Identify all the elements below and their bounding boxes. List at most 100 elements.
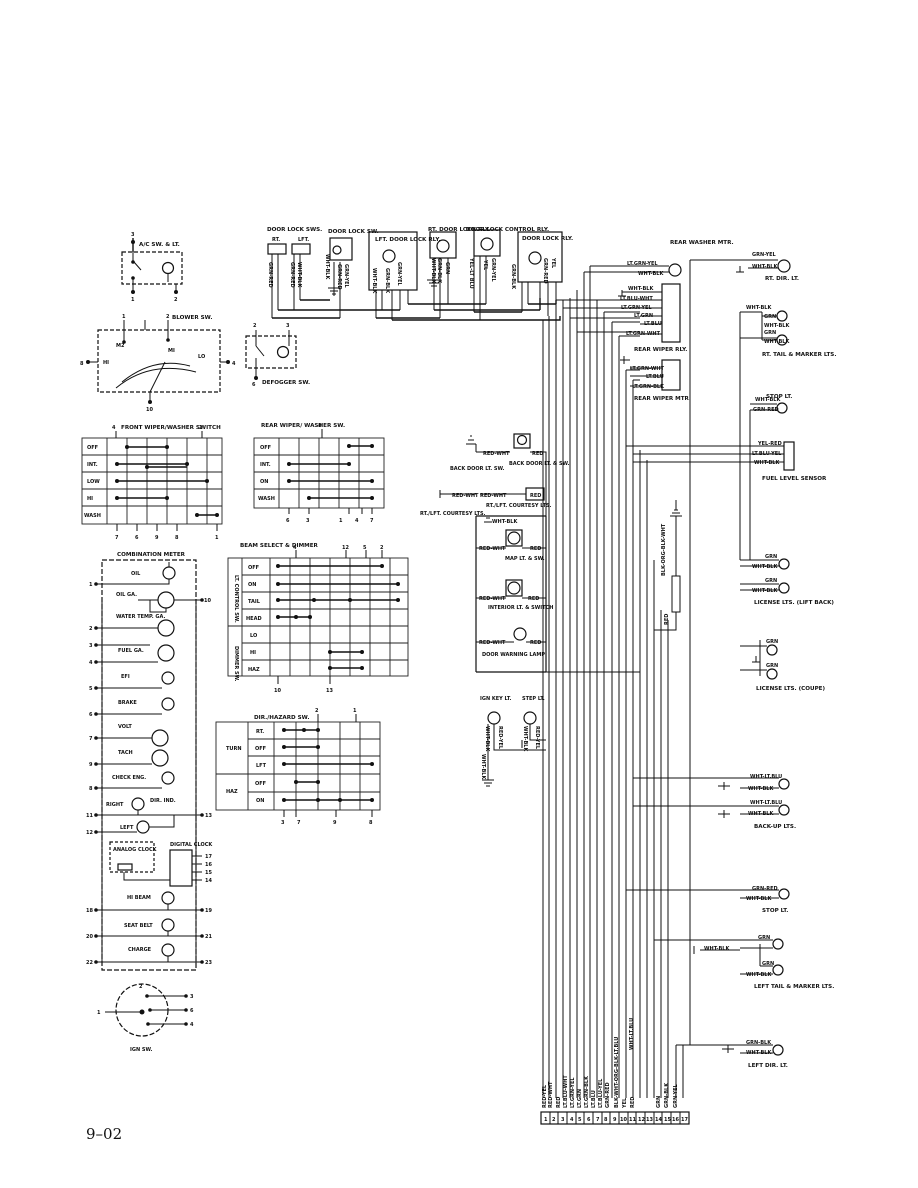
conn-7: 7 [596,1117,600,1123]
meter-left: LEFT [120,825,134,831]
meter-pin-8: 8 [89,786,93,792]
meter-pin-23: 23 [205,960,212,966]
meter-hi-beam: HI BEAM [127,895,151,901]
stop2-wire-0: GRN-RED [752,886,778,892]
int-courtesy: RT./LFT. COURTESY LTS. [486,503,552,509]
bu-wire-3: WHT-BLK [748,811,774,817]
lic-lift-title: LICENSE LTS. (LIFT BACK) [754,600,834,606]
blower-pos-m2: M2 [116,343,125,349]
int-wire-red-6: RED [664,614,670,625]
lt-wire-0: GRN [758,935,770,941]
dirhaz-haz: HAZ [226,789,238,795]
rwr-wire-5: LT.GRN-WHT [626,331,661,337]
meter-seat-belt: SEAT BELT [124,923,153,929]
beam-row-lo: LO [250,633,257,639]
int-wire-red-2: RED [530,493,541,499]
rw-row-int: INT. [260,462,271,468]
beam-bottom-13: 13 [326,688,333,694]
int-back-door-sw: BACK DOOR LT. SW. [450,466,505,472]
dl-wire-8: GRN-YEL [396,262,402,287]
lic-wire-0: GRN [765,554,777,560]
dirhaz-bottom-8: 8 [369,820,373,826]
meter-pin-2: 2 [89,626,93,632]
dl-wire-13: YEL [482,259,488,271]
int-interior-lt: INTERIOR LT. & SWITCH [488,605,553,611]
ign-title: IGN SW. [130,1047,153,1053]
leftdir-title: LEFT DIR. LT. [748,1063,788,1069]
defogger-title: DEFOGGER SW. [262,380,310,386]
conn-12: 12 [638,1117,645,1123]
int-door-warning: DOOR WARNING LAMP [482,652,545,658]
lt-wire-1: WHT-BLK [704,946,730,952]
int-back-door: BACK DOOR LT. & SW. [509,461,570,467]
int-wire-wht-blk-2: WHT-BLK [484,726,490,752]
meter-dir-ind: DIR. IND. [150,798,176,804]
conn-5: 5 [578,1117,582,1123]
meter-pin-19: 19 [205,908,212,914]
dl-wire-14: GRN-YEL [490,258,496,283]
lefttail-title: LEFT TAIL & MARKER LTS. [754,984,834,990]
ac-pin-3: 3 [131,232,135,238]
dl-wire-10: GRN-BLK [436,258,442,284]
meter-fuel-ga: FUEL GA. [118,648,144,654]
beam-row-hi: HI [250,650,256,656]
meter-oil: OIL [131,571,141,577]
conn-wire-1: RED-YEL [542,1084,548,1108]
int-wire-red-wht-4: RED-WHT [479,546,506,552]
dirhaz-turn: TURN [226,746,242,752]
ac-switch: 3 A/C SW. & LT. 1 2 [121,232,183,303]
conn-14: 14 [655,1117,662,1123]
fw-bottom-8: 8 [175,535,179,541]
int-wire-red-wht-3: RED-WHT [480,493,507,499]
front-wiper-pin-4: 4 [112,425,116,431]
rttail-wire-0: WHT-BLK [746,305,772,311]
meter-pin-21: 21 [205,934,212,940]
meter-pin-11: 11 [86,813,93,819]
int-wire-blk-org: BLK-ORG-BLK-WHT [661,523,667,576]
blower-pos-hi: HI [103,360,109,366]
rttail-wire-4: WHT-BLK [764,339,790,345]
meter-pin-7: 7 [89,736,93,742]
beam-group-ltcontrol: LT. CONTROL SW. [233,575,239,623]
int-wire-wht-blk-4: WHT-BLK [480,754,486,780]
int-wire-red-wht-6: RED-WHT [479,640,506,646]
rwr-wire-2: LT.GRN-YEL [621,305,652,311]
conn-wire-10: GRN-RED [605,1082,611,1108]
beam-pin-4: 4 [293,545,297,551]
dirhaz-row-rt: RT. [256,729,264,735]
backup-title: BACK-UP LTS. [754,824,796,830]
beam-select-dimmer: BEAM SELECT & DIMMER 4 12 5 2 LT. CONTRO… [227,543,409,694]
dl-wire-9: WHT-BLK [430,258,436,284]
interior-lights: RED-WHT RED BACK DOOR LT. & SW. BACK DOO… [420,433,682,787]
blower-pin-10: 10 [146,407,153,413]
door-lock-control-title: DOOR LOCK CONTROL RLY. [466,227,549,233]
conn-wire-5: LT.GRN-YEL [570,1077,576,1108]
int-wire-red-1: RED [532,451,543,457]
int-wire-wht-blk-1: WHT-BLK [492,519,518,525]
licc-wire-1: GRN [766,663,778,669]
meter-right: RIGHT [106,802,124,808]
ld-wire-1: WHT-BLK [746,1050,772,1056]
front-wiper-pin-2: 2 [199,425,203,431]
rear-lamps: REAR WASHER MTR. LT.GRN-YEL WHT-BLK WHT-… [618,240,836,1069]
main-harness [540,265,690,1125]
fw-row-int: INT. [87,462,98,468]
meter-pin-10: 10 [204,598,211,604]
fw-row-low: LOW [87,479,100,485]
beam-bottom-10: 10 [274,688,281,694]
rtdir-title: RT. DIR. LT. [765,276,799,282]
fuel-wire-2: WHT-BLK [754,460,780,466]
rear-wiper-switch: REAR WIPER/ WASHER SW. 8 OFF INT. ON WAS… [253,423,385,524]
dl-wire-5: GRN-YEL [343,264,349,289]
conn-wire-13: RED [630,1097,636,1108]
ac-pin-2: 2 [174,297,178,303]
fuel-title: FUEL LEVEL SENSOR [762,476,827,482]
conn-4: 4 [570,1117,574,1123]
dirhaz-row-lft: LFT [256,763,267,769]
dir-hazard-switch: DIR./HAZARD SW. 2 1 TURN HAZ RT. OFF LFT… [215,708,381,826]
meter-pin-20: 20 [86,934,93,940]
dl-wire-6: WHT-BLK [371,268,377,294]
combination-meter: COMBINATION METER OIL 1 OIL GA. 10 WATER… [86,552,213,971]
fw-row-wash: WASH [84,513,101,519]
door-lock-section: DOOR LOCK SWS. RT. LFT. DOOR LOCK SW. LF… [267,227,573,321]
